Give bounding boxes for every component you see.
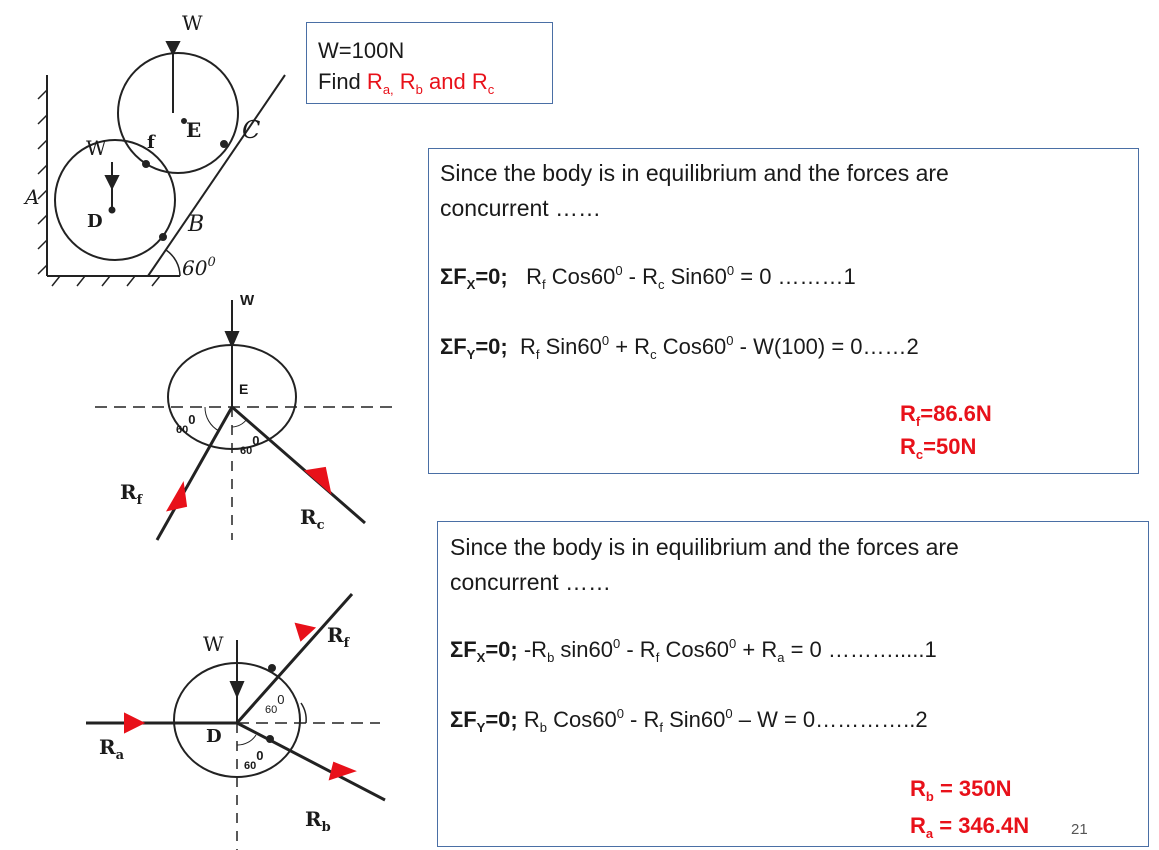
- fbd1-rc-arrow: [303, 466, 332, 495]
- label-w-left: W: [86, 136, 107, 160]
- fbd2-label-w: W: [203, 632, 224, 656]
- fbd1-label-60a: 600: [176, 412, 196, 436]
- cylinder-e: [117, 52, 239, 174]
- label-a: A: [25, 185, 40, 209]
- box2-eq2: ΣFY=0; Rb Cos600 - Rf Sin600 – W = 0……………: [450, 706, 928, 735]
- box1-intro-1: Since the body is in equilibrium and the…: [440, 160, 949, 186]
- label-d: D: [87, 211, 103, 232]
- cylinder-d: [54, 139, 176, 261]
- label-top-w: W: [182, 11, 203, 35]
- box1-eq1: ΣFX=0; Rf Cos600 - Rc Sin600 = 0 ………1: [440, 263, 856, 292]
- fbd2-rf-arrow: [294, 622, 317, 642]
- fbd1-rf-arrow: [165, 480, 188, 512]
- fbd2-ra-arrow: [124, 712, 146, 734]
- given-weight: W=100N: [318, 38, 405, 63]
- fbd2-rb-arrow: [328, 761, 357, 781]
- label-c: C: [242, 116, 261, 144]
- diagram-panel: [37, 41, 395, 850]
- fbd2-label-d: D: [206, 726, 222, 747]
- fbd1-label-w: W: [240, 292, 255, 309]
- box2-result-rb: Rb = 350N: [910, 776, 1012, 804]
- fbd1-label-e: E: [239, 381, 249, 397]
- given-find: Find Ra, Rb and Rc: [318, 69, 495, 97]
- fbd2-label-ra: Ra: [99, 735, 125, 763]
- fbd2-label-rf: Rf: [327, 623, 350, 651]
- fbd2-label-60a: 600: [265, 692, 285, 716]
- box2-intro-2: concurrent ……: [450, 569, 612, 595]
- label-e: E: [186, 118, 202, 142]
- box2-eq1: ΣFX=0; -Rb sin600 - Rf Cos600 + Ra = 0 ……: [450, 636, 937, 665]
- box2-intro-1: Since the body is in equilibrium and the…: [450, 534, 959, 560]
- fbd1-label-rf: Rf: [120, 480, 143, 508]
- equilibrium-box-2: Since the body is in equilibrium and the…: [437, 521, 1149, 847]
- label-angle-60: 600: [182, 255, 216, 280]
- incline-line: [147, 74, 286, 277]
- equilibrium-box-1: Since the body is in equilibrium and the…: [428, 148, 1139, 474]
- fbd2-label-60b: 600: [244, 748, 264, 772]
- page-number: 21: [1071, 821, 1088, 838]
- fbd1-label-rc: Rc: [300, 505, 325, 533]
- box1-result-rc: Rc=50N: [900, 434, 977, 462]
- label-f: f: [147, 132, 155, 153]
- label-b: B: [188, 212, 205, 237]
- fbd2-label-rb: Rb: [305, 807, 331, 835]
- box2-result-ra: Ra = 346.4N: [910, 813, 1030, 841]
- box1-result-rf: Rf=86.6N: [900, 401, 992, 429]
- fbd1-label-60b: 600: [240, 433, 260, 457]
- box1-eq2: ΣFY=0; Rf Sin600 + Rc Cos600 - W(100) = …: [440, 333, 919, 362]
- box1-intro-2: concurrent ……: [440, 195, 602, 221]
- given-box: W=100N Find Ra, Rb and Rc: [306, 22, 553, 104]
